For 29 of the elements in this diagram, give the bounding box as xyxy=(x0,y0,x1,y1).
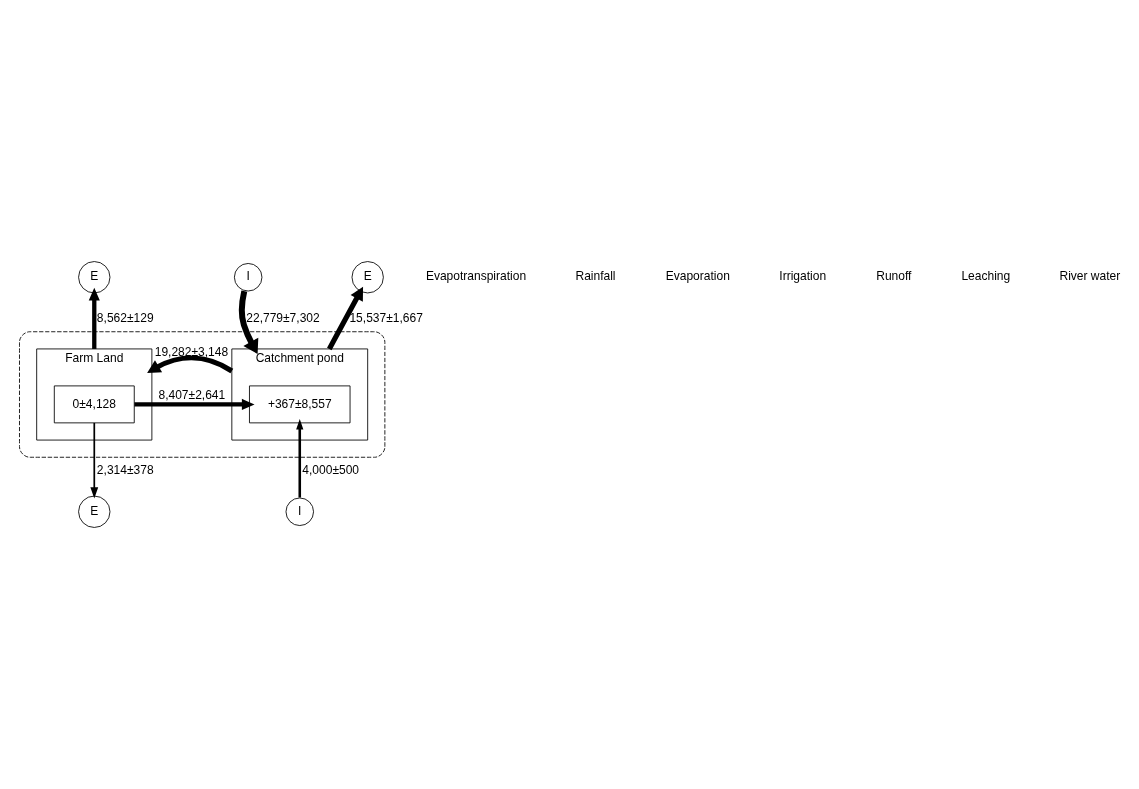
node-circle: E xyxy=(351,261,384,294)
arrow xyxy=(90,422,99,499)
label: Rainfall xyxy=(575,269,616,284)
arrow xyxy=(88,287,100,349)
edge-label: 15,537±1,667 xyxy=(349,310,423,325)
label: Leaching xyxy=(961,269,1011,284)
edge-label: 8,407±2,641 xyxy=(158,387,226,402)
edge-label: 2,314±378 xyxy=(96,462,154,477)
label: Irrigation xyxy=(779,269,827,284)
arrow xyxy=(147,355,234,374)
node-circle: E xyxy=(78,495,111,528)
label: Evaporation xyxy=(665,269,730,284)
label: River water xyxy=(1059,269,1121,284)
arrow xyxy=(327,286,364,351)
edge-label: 8,562±129 xyxy=(96,310,154,325)
arrow xyxy=(238,290,259,354)
node-circle: E xyxy=(78,261,111,294)
node-box: 0±4,128 xyxy=(53,385,135,424)
arrow xyxy=(296,419,304,498)
arrow xyxy=(134,398,255,410)
label: Runoff xyxy=(876,269,912,284)
edge-label: 19,282±3,148 xyxy=(154,344,229,359)
cluster xyxy=(19,331,386,458)
node-circle: I xyxy=(233,263,263,292)
edge-label: 4,000±500 xyxy=(302,462,360,477)
node-box: +367±8,557 xyxy=(249,385,351,424)
node-circle: I xyxy=(285,497,314,526)
edge-label: 22,779±7,302 xyxy=(246,310,320,325)
label: Evapotranspiration xyxy=(425,269,527,284)
